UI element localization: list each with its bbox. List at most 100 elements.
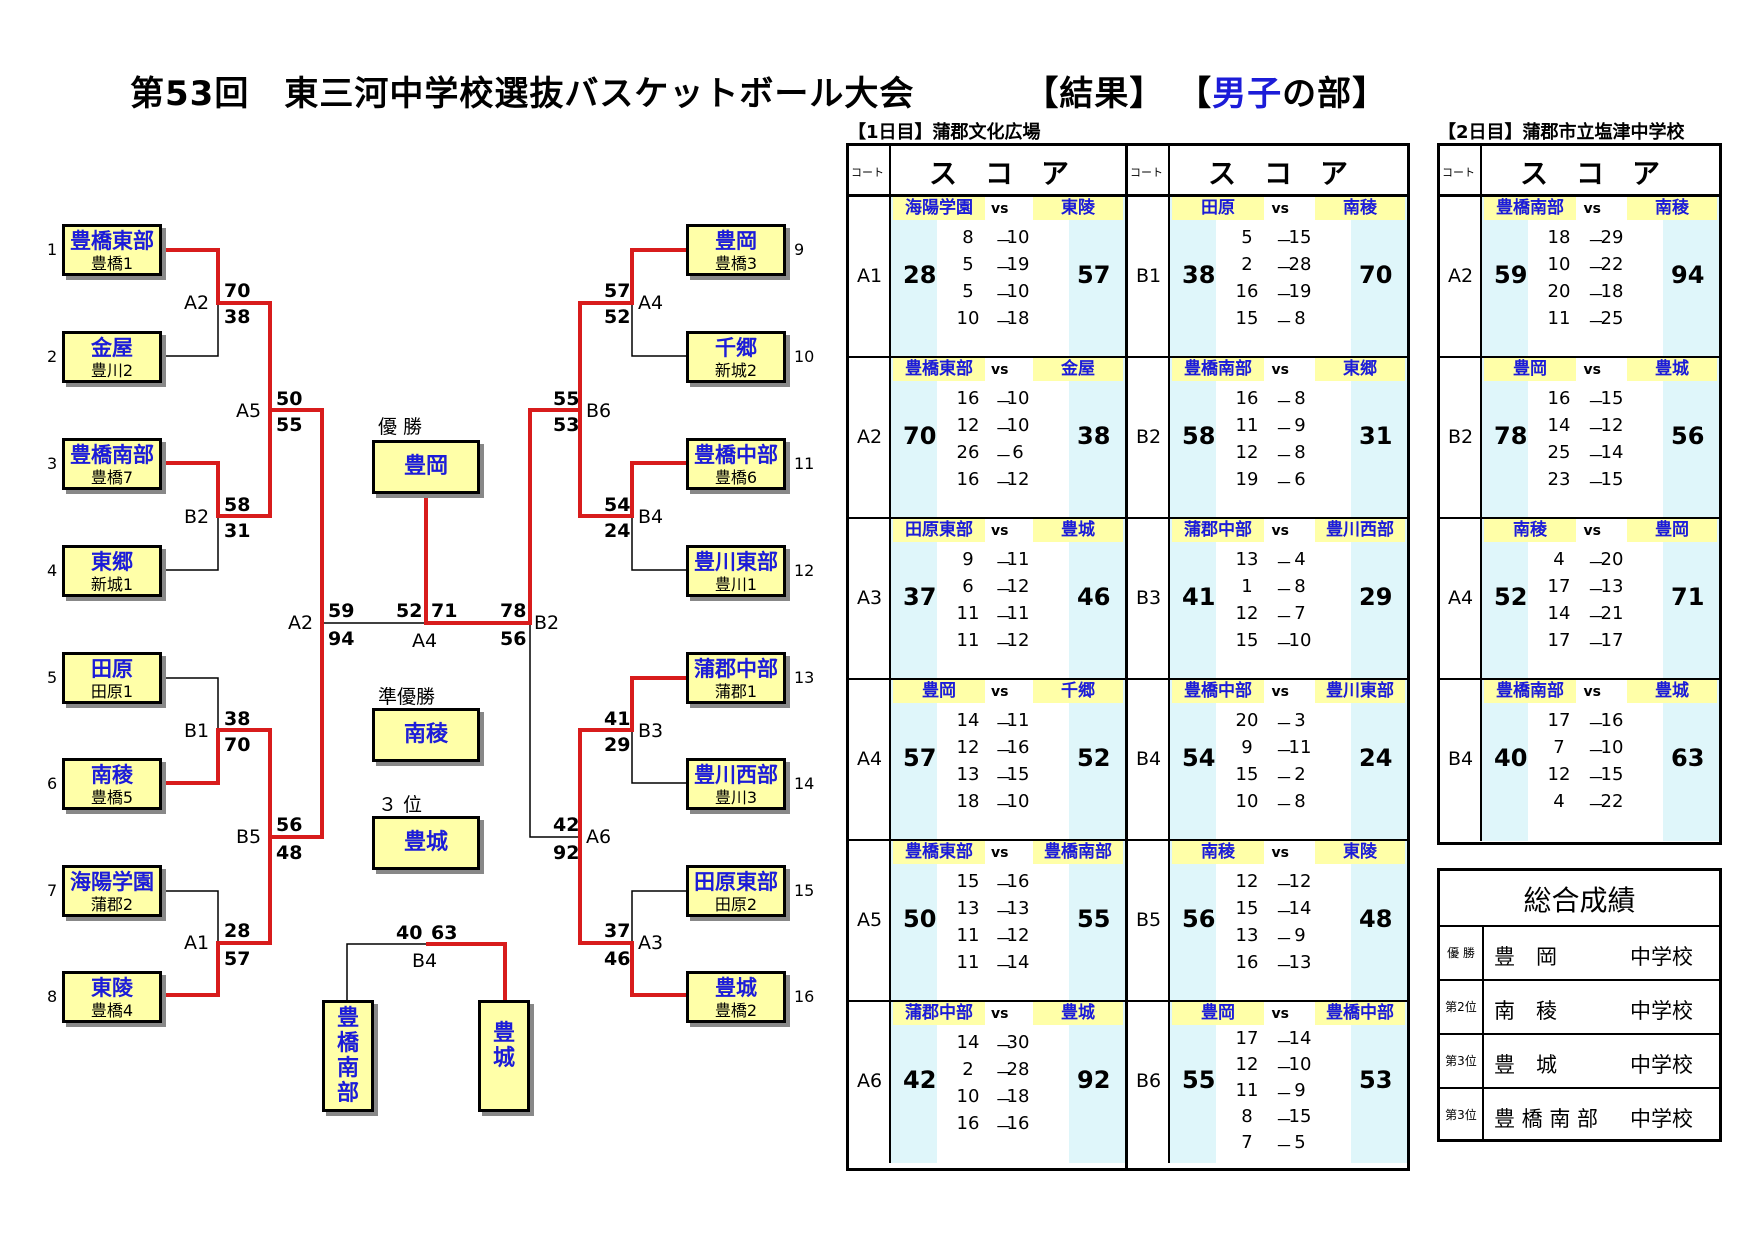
team2-total: 29 xyxy=(1359,583,1393,611)
match-label: B1 xyxy=(184,720,210,742)
quarter-score: 6 xyxy=(1294,469,1306,490)
team-district: 豊川3 xyxy=(714,788,758,807)
dash: － xyxy=(1275,259,1293,279)
cyan-band xyxy=(1170,358,1216,517)
rank-label: 第3位 xyxy=(1440,1035,1484,1087)
quarter-score: 16 xyxy=(1235,952,1259,973)
score: 50 xyxy=(276,388,303,410)
score: 31 xyxy=(224,520,251,542)
column-divider xyxy=(1168,1002,1170,1163)
dash: － xyxy=(1275,232,1293,252)
quarter-score: 15 xyxy=(1235,898,1259,919)
quarter-score: 20 xyxy=(1547,281,1571,302)
vs-label: vs xyxy=(1271,523,1289,539)
team2-name: 豊岡 xyxy=(1627,519,1717,542)
column-divider xyxy=(1480,680,1482,841)
column-divider xyxy=(1168,519,1170,678)
quarter-score: 12 xyxy=(1547,764,1571,785)
dash: － xyxy=(995,313,1012,333)
dash: － xyxy=(1587,420,1605,440)
score: 38 xyxy=(224,708,251,730)
quarter-score: 25 xyxy=(1547,442,1571,463)
match-label: B2 xyxy=(534,612,560,634)
dash: － xyxy=(995,608,1012,628)
day1-title: 【1日目】蒲郡文化広場 xyxy=(848,122,1041,143)
dash: － xyxy=(995,1064,1012,1084)
dash: － xyxy=(995,769,1012,789)
quarter-score: 20 xyxy=(1235,710,1259,731)
dash: － xyxy=(1587,635,1605,655)
court-name: A5 xyxy=(857,909,883,931)
team-name: 豊橋中部 xyxy=(694,443,778,467)
seed-number: 10 xyxy=(794,347,815,366)
quarter-score: 4 xyxy=(1553,549,1565,570)
team-district: 豊橋2 xyxy=(714,1001,758,1020)
team-name: 豊城 xyxy=(715,976,757,1000)
bracket-team-left: 金屋豊川2 xyxy=(62,331,162,383)
quarter-score: 16 xyxy=(956,469,980,490)
team2-name: 東陵 xyxy=(1315,841,1405,864)
team-district: 豊橋7 xyxy=(90,468,134,487)
quarter-score: 12 xyxy=(1235,1054,1259,1075)
cyan-band xyxy=(1482,680,1528,841)
team-name: 豊川東部 xyxy=(694,550,778,574)
seed-number: 5 xyxy=(47,668,58,687)
quarter-score: 2 xyxy=(1294,764,1306,785)
cyan-band xyxy=(1069,1002,1125,1163)
rank-label: 第2位 xyxy=(1440,981,1484,1033)
bracket-team-left: 海陽学園蒲郡2 xyxy=(62,865,162,917)
quarter-score: 16 xyxy=(1006,737,1030,758)
title-result: 【結果】 【 xyxy=(1024,74,1213,114)
quarter-score: 15 xyxy=(1235,630,1259,651)
match-label: B4 xyxy=(412,950,438,972)
score: 37 xyxy=(604,920,631,942)
cyan-band xyxy=(1663,197,1719,356)
dash: － xyxy=(995,474,1012,494)
court-name: B4 xyxy=(1136,748,1162,770)
seed-number: 7 xyxy=(47,881,58,900)
dash: － xyxy=(1587,581,1605,601)
match-label: A1 xyxy=(184,932,210,954)
score: 29 xyxy=(604,734,631,756)
quarter-score: 8 xyxy=(1294,576,1306,597)
dash: － xyxy=(995,742,1012,762)
match-label: A2 xyxy=(288,612,314,634)
dash: － xyxy=(1587,742,1605,762)
team2-name: 豊城 xyxy=(1627,358,1717,381)
quarter-score: 13 xyxy=(1235,925,1259,946)
quarter-score: 26 xyxy=(956,442,980,463)
school-name: 豊 岡 xyxy=(1494,945,1557,969)
quarter-score: 17 xyxy=(1547,710,1571,731)
team2-name: 金屋 xyxy=(1033,358,1123,381)
vs-label: vs xyxy=(1271,684,1289,700)
team-name: 千郷 xyxy=(715,336,757,360)
team-name: 東陵 xyxy=(91,976,133,1000)
team1-total: 57 xyxy=(903,744,937,772)
quarter-score: 19 xyxy=(1288,281,1312,302)
court-name: B2 xyxy=(1136,426,1162,448)
vs-label: vs xyxy=(991,684,1009,700)
cyan-band xyxy=(1351,197,1407,356)
quarter-score: 1 xyxy=(1241,576,1253,597)
score: 55 xyxy=(553,388,580,410)
bracket-team-left: 南稜豊橋5 xyxy=(62,758,162,810)
rank-label: 第3位 xyxy=(1440,1089,1484,1141)
cyan-band xyxy=(1482,358,1528,517)
quarter-score: 22 xyxy=(1600,254,1624,275)
quarter-score: 16 xyxy=(1006,871,1030,892)
match-label: A3 xyxy=(638,932,664,954)
quarter-score: 12 xyxy=(1006,630,1030,651)
seed-number: 1 xyxy=(47,240,58,259)
team-district: 豊川1 xyxy=(714,575,758,594)
quarter-score: 2 xyxy=(962,1059,974,1080)
score: 58 xyxy=(224,494,251,516)
team2-total: 57 xyxy=(1077,261,1111,289)
quarter-score: 7 xyxy=(1553,737,1565,758)
dash: － xyxy=(1275,1059,1293,1079)
match-label: B2 xyxy=(184,506,210,528)
column-divider xyxy=(1480,519,1482,678)
